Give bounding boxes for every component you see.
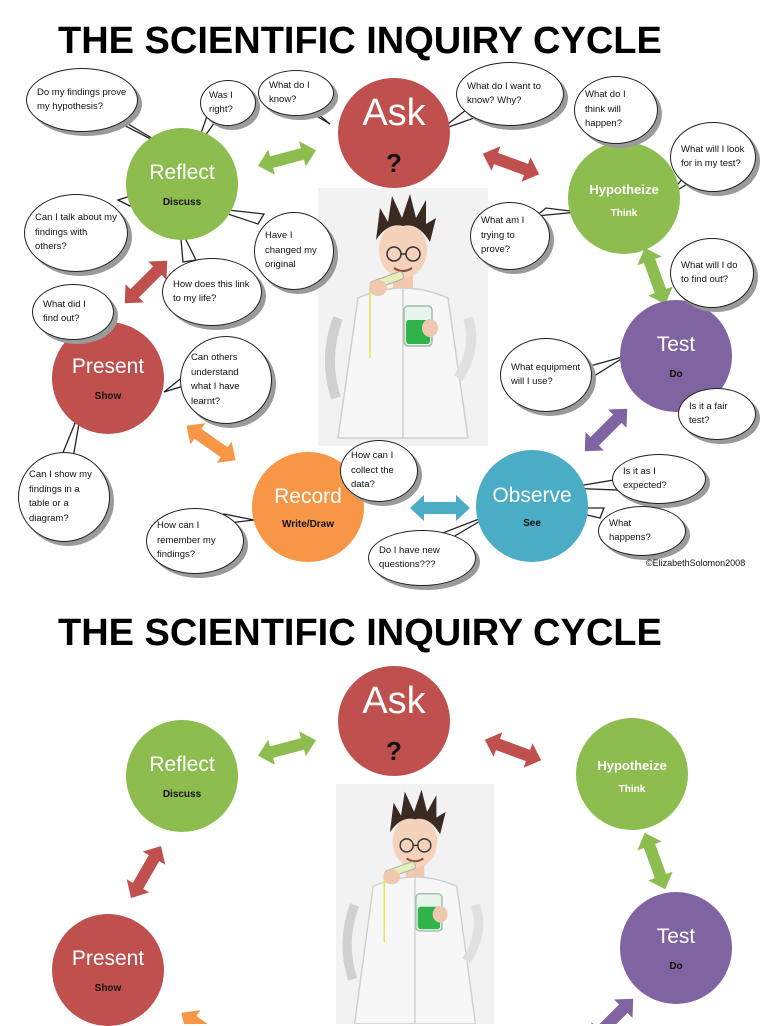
- bubble-what-do-i-think: What do I think will happen?: [574, 76, 658, 144]
- node-observe-sub: See: [523, 517, 541, 529]
- node-hypothesize-label-bottom: Hypotheize: [597, 757, 667, 773]
- bubble-what-do-i-know: What do I know?: [258, 70, 334, 116]
- node-present-sub: Show: [94, 390, 122, 402]
- bubble-can-i-talk: Can I talk about my findings with others…: [24, 194, 128, 272]
- node-reflect-sub: Discuss: [162, 196, 202, 208]
- node-present-label-bottom: Present: [71, 946, 145, 970]
- bubble-what-equipment: What equipment will I use?: [500, 338, 592, 412]
- bubble-what-am-i-trying: What am I trying to prove?: [470, 202, 550, 270]
- bubble-what-will-i-look-for: What will I look for in my test?: [670, 122, 756, 192]
- node-hypothesize-label: Hypotheize: [589, 181, 659, 197]
- node-present-label: Present: [71, 354, 145, 378]
- node-hypothesize-bottom: Hypotheize Think: [576, 718, 688, 830]
- node-ask-symbol-bottom: ?: [386, 735, 402, 766]
- node-hypothesize-sub: Think: [610, 207, 638, 219]
- node-present: Present Show: [52, 322, 164, 434]
- tail-what-am-i-trying: [533, 207, 579, 217]
- bubble-what-do-i-want: What do I want to know? Why?: [456, 62, 564, 126]
- bubble-what-did-i-find: What did I find out?: [32, 284, 114, 340]
- node-present-bottom: Present Show: [52, 914, 164, 1026]
- bubble-what-will-i-do: What will I do to find out?: [670, 238, 754, 308]
- top-title: THE SCIENTIFIC INQUIRY CYCLE: [58, 20, 662, 62]
- arrow-reflect-ask-bottom: [254, 727, 320, 769]
- node-reflect-bottom: Reflect Discuss: [126, 720, 238, 832]
- arrow-observe-record: [410, 495, 470, 521]
- bubble-is-it-as-expected: Is it as I expected?: [612, 454, 706, 504]
- node-test-label: Test: [656, 332, 696, 356]
- bottom-title: THE SCIENTIFIC INQUIRY CYCLE: [58, 612, 662, 654]
- node-present-sub-bottom: Show: [94, 982, 122, 994]
- node-reflect-label-bottom: Reflect: [149, 752, 215, 776]
- arrow-test-observe-bottom: [581, 989, 643, 1024]
- bubble-can-i-show: Can I show my findings in a table or a d…: [18, 452, 110, 542]
- node-record-sub: Write/Draw: [281, 518, 335, 530]
- arrow-hypothesize-test-bottom: [632, 828, 678, 894]
- node-hypothesize-sub-bottom: Think: [618, 783, 646, 795]
- boy-scientist-illustration: [318, 188, 488, 446]
- node-ask-label: Ask: [362, 91, 426, 134]
- arrow-record-present-bottom: [173, 1002, 239, 1024]
- arrow-ask-hypothesize-bottom: [480, 727, 546, 773]
- node-test-sub-bottom: Do: [669, 960, 683, 972]
- node-ask-bottom: Ask ?: [338, 666, 450, 776]
- node-test-label-bottom: Test: [656, 924, 696, 948]
- arrow-test-observe: [575, 399, 637, 461]
- node-reflect-sub-bottom: Discuss: [162, 788, 202, 800]
- node-reflect-label: Reflect: [149, 160, 215, 184]
- bubble-do-i-have-new: Do I have new questions???: [368, 530, 476, 586]
- node-observe-label: Observe: [492, 483, 572, 507]
- boy-scientist-illustration-bottom: [335, 784, 495, 1024]
- node-test-bottom: Test Do: [620, 892, 732, 1004]
- tail-what-equipment: [589, 355, 627, 377]
- bubble-how-does-this-link: How does this link to my life?: [162, 258, 262, 326]
- arrow-ask-hypothesize: [478, 141, 544, 187]
- bubble-is-it-fair: Is it a fair test?: [678, 388, 756, 440]
- bubble-was-i-right: Was I right?: [200, 80, 256, 126]
- node-ask-label-bottom: Ask: [362, 679, 426, 722]
- bubble-how-can-i-collect: How can I collect the data?: [340, 440, 418, 502]
- node-test-sub: Do: [669, 368, 683, 380]
- bubble-have-i-changed: Have I changed my original: [254, 212, 334, 290]
- arrow-present-reflect-bottom: [119, 839, 173, 905]
- node-ask: Ask ?: [338, 78, 450, 188]
- node-observe: Observe See: [476, 450, 588, 562]
- node-hypothesize: Hypotheize Think: [568, 142, 680, 254]
- bubble-do-my-findings: Do my findings prove my hypothesis?: [26, 68, 138, 132]
- bubble-what-happens: What happens?: [598, 506, 686, 556]
- node-ask-symbol: ?: [386, 147, 402, 178]
- node-record-label: Record: [274, 484, 342, 508]
- node-reflect: Reflect Discuss: [126, 128, 238, 240]
- arrow-record-present: [178, 415, 244, 471]
- arrow-reflect-ask: [254, 137, 320, 179]
- copyright-text: ©ElizabethSolomon2008: [646, 558, 746, 568]
- bubble-can-others-understand: Can others understand what I have learnt…: [180, 336, 272, 424]
- bubble-how-can-i-remember: How can I remember my findings?: [146, 508, 244, 574]
